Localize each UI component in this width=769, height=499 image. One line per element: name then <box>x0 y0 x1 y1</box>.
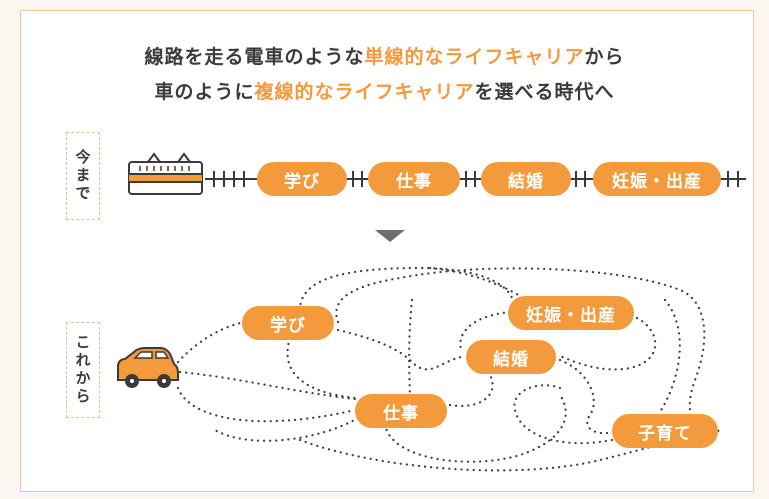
now-stage-marriage: 結婚 <box>481 162 571 196</box>
heading-line-2-pre: 車のように <box>154 81 255 103</box>
heading-line-1-pre: 線路を走る電車のような <box>144 46 365 68</box>
heading-line-2-highlight: 複線的なライフキャリア <box>254 81 475 103</box>
future-stage-pregnancy: 妊娠・出産 <box>508 296 634 330</box>
future-stage-work: 仕事 <box>355 394 447 428</box>
heading-line-1: 線路を走る電車のような単線的なライフキャリアから <box>0 42 769 69</box>
now-stage-study: 学び <box>257 162 347 196</box>
future-stage-marriage: 結婚 <box>466 340 556 374</box>
now-stage-pregnancy: 妊娠・出産 <box>593 162 721 196</box>
heading-line-1-post: から <box>584 46 625 68</box>
now-label: 今まで <box>66 132 100 220</box>
future-stage-study: 学び <box>242 306 334 340</box>
heading-line-2: 車のように複線的なライフキャリアを選べる時代へ <box>0 77 769 104</box>
future-label: これから <box>66 322 100 418</box>
heading-line-2-post: を選べる時代へ <box>474 81 615 103</box>
now-stage-work: 仕事 <box>368 162 460 196</box>
down-arrow-icon <box>375 230 405 242</box>
heading-line-1-highlight: 単線的なライフキャリア <box>364 46 585 68</box>
future-stage-childcare: 子育て <box>612 414 718 448</box>
